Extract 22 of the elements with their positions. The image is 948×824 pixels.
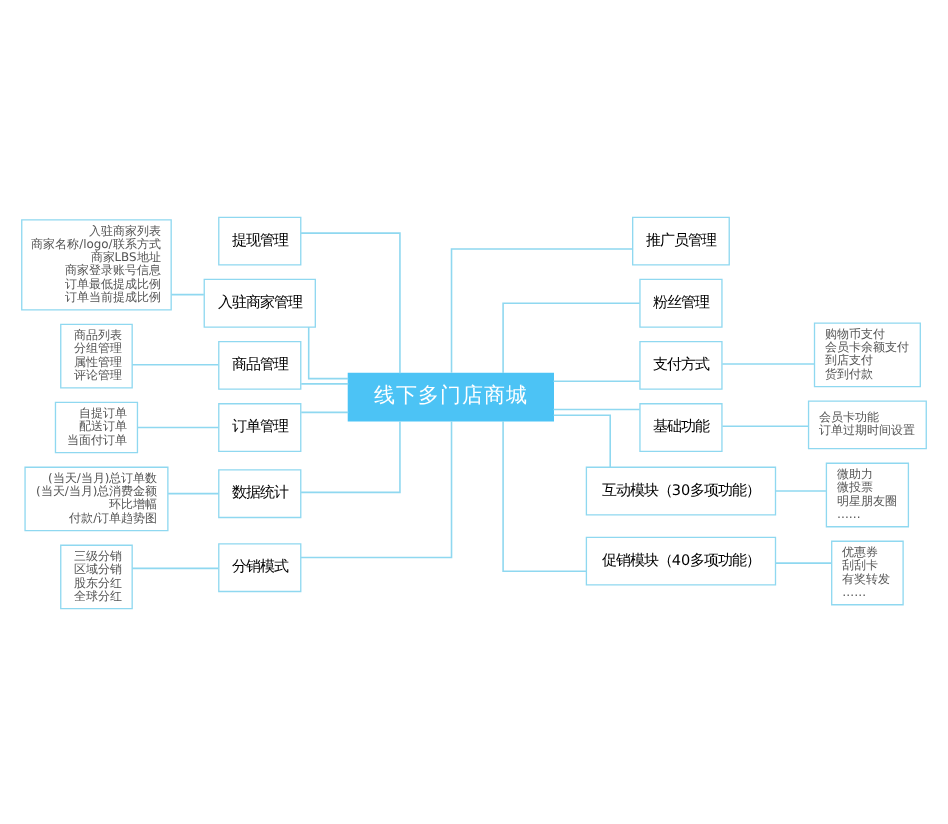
connector xyxy=(721,424,810,426)
connector xyxy=(552,379,641,382)
connector xyxy=(552,407,641,410)
connector xyxy=(307,325,350,379)
connector xyxy=(775,561,833,563)
connector xyxy=(131,566,220,569)
connector xyxy=(300,410,350,413)
connector xyxy=(552,413,611,467)
connector xyxy=(131,362,220,365)
connector xyxy=(300,382,350,384)
connector xyxy=(721,362,816,364)
node-box: 线下多门店商城 xyxy=(347,371,554,421)
connector xyxy=(502,301,641,373)
connector xyxy=(300,419,453,558)
connector xyxy=(167,491,220,494)
connector xyxy=(300,231,401,374)
connector xyxy=(136,425,220,428)
connector xyxy=(775,489,827,491)
connector xyxy=(300,419,401,493)
connector xyxy=(450,247,634,373)
connector xyxy=(502,419,588,572)
connector xyxy=(170,292,205,295)
